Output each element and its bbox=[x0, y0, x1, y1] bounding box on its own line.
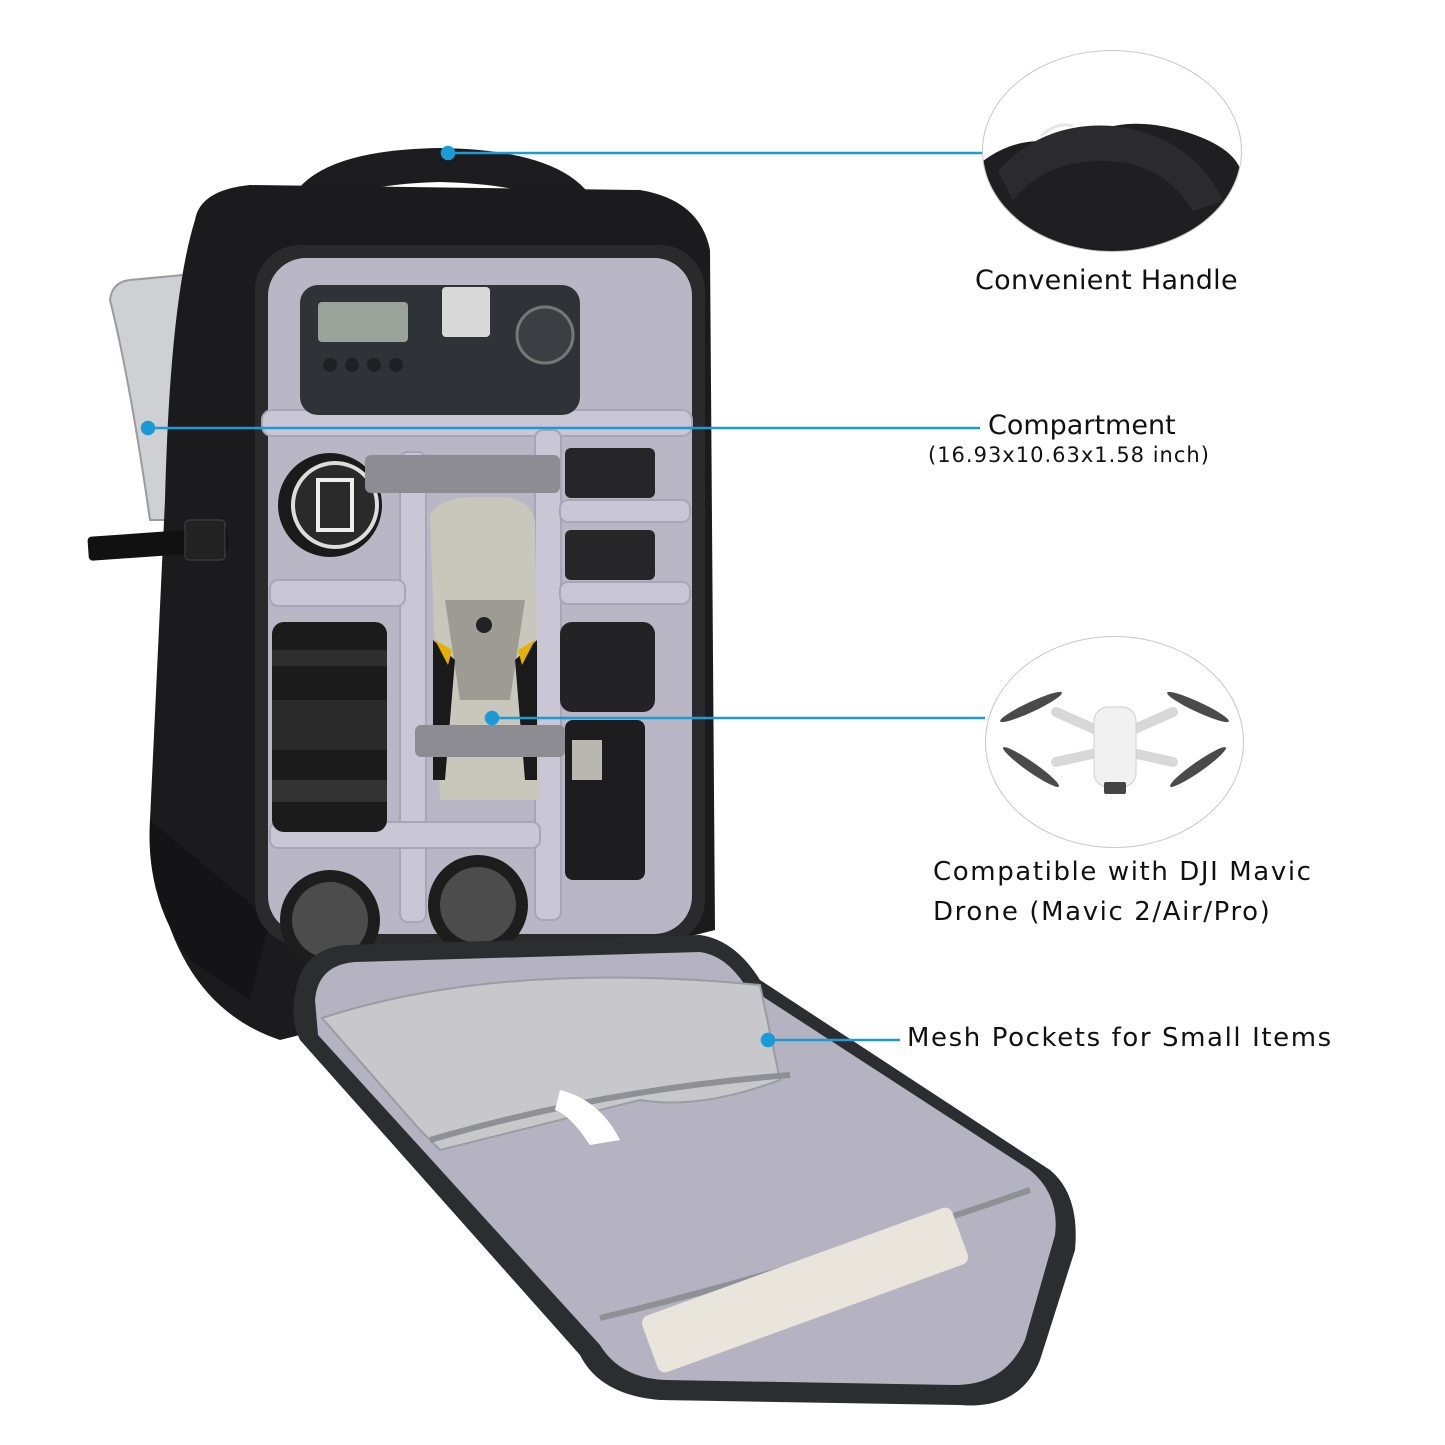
handle-shape bbox=[285, 148, 600, 225]
drone-icon bbox=[1000, 691, 1229, 794]
handle-closeup-inset bbox=[982, 50, 1242, 252]
callout-label-drone-line1: Compatible with DJI Mavic bbox=[933, 857, 1313, 887]
callout-label-mesh: Mesh Pockets for Small Items bbox=[907, 1023, 1333, 1053]
front-flap bbox=[293, 935, 1076, 1406]
handle-closeup-icon bbox=[983, 123, 1241, 251]
callout-sublabel-dimensions: (16.93x10.63x1.58 inch) bbox=[928, 443, 1210, 467]
flash-shape bbox=[560, 622, 655, 880]
callout-label-compartment: Compartment bbox=[988, 410, 1176, 441]
callout-label-handle: Convenient Handle bbox=[975, 265, 1238, 296]
tablet-shape bbox=[641, 1207, 969, 1373]
camera-shape bbox=[300, 285, 580, 415]
lens-shape bbox=[272, 622, 387, 832]
mesh-pocket bbox=[320, 976, 782, 1152]
drone-inset bbox=[985, 636, 1244, 848]
callout-lines bbox=[140, 145, 985, 1048]
callout-label-drone-line2: Drone (Mavic 2/Air/Pro) bbox=[933, 897, 1272, 927]
